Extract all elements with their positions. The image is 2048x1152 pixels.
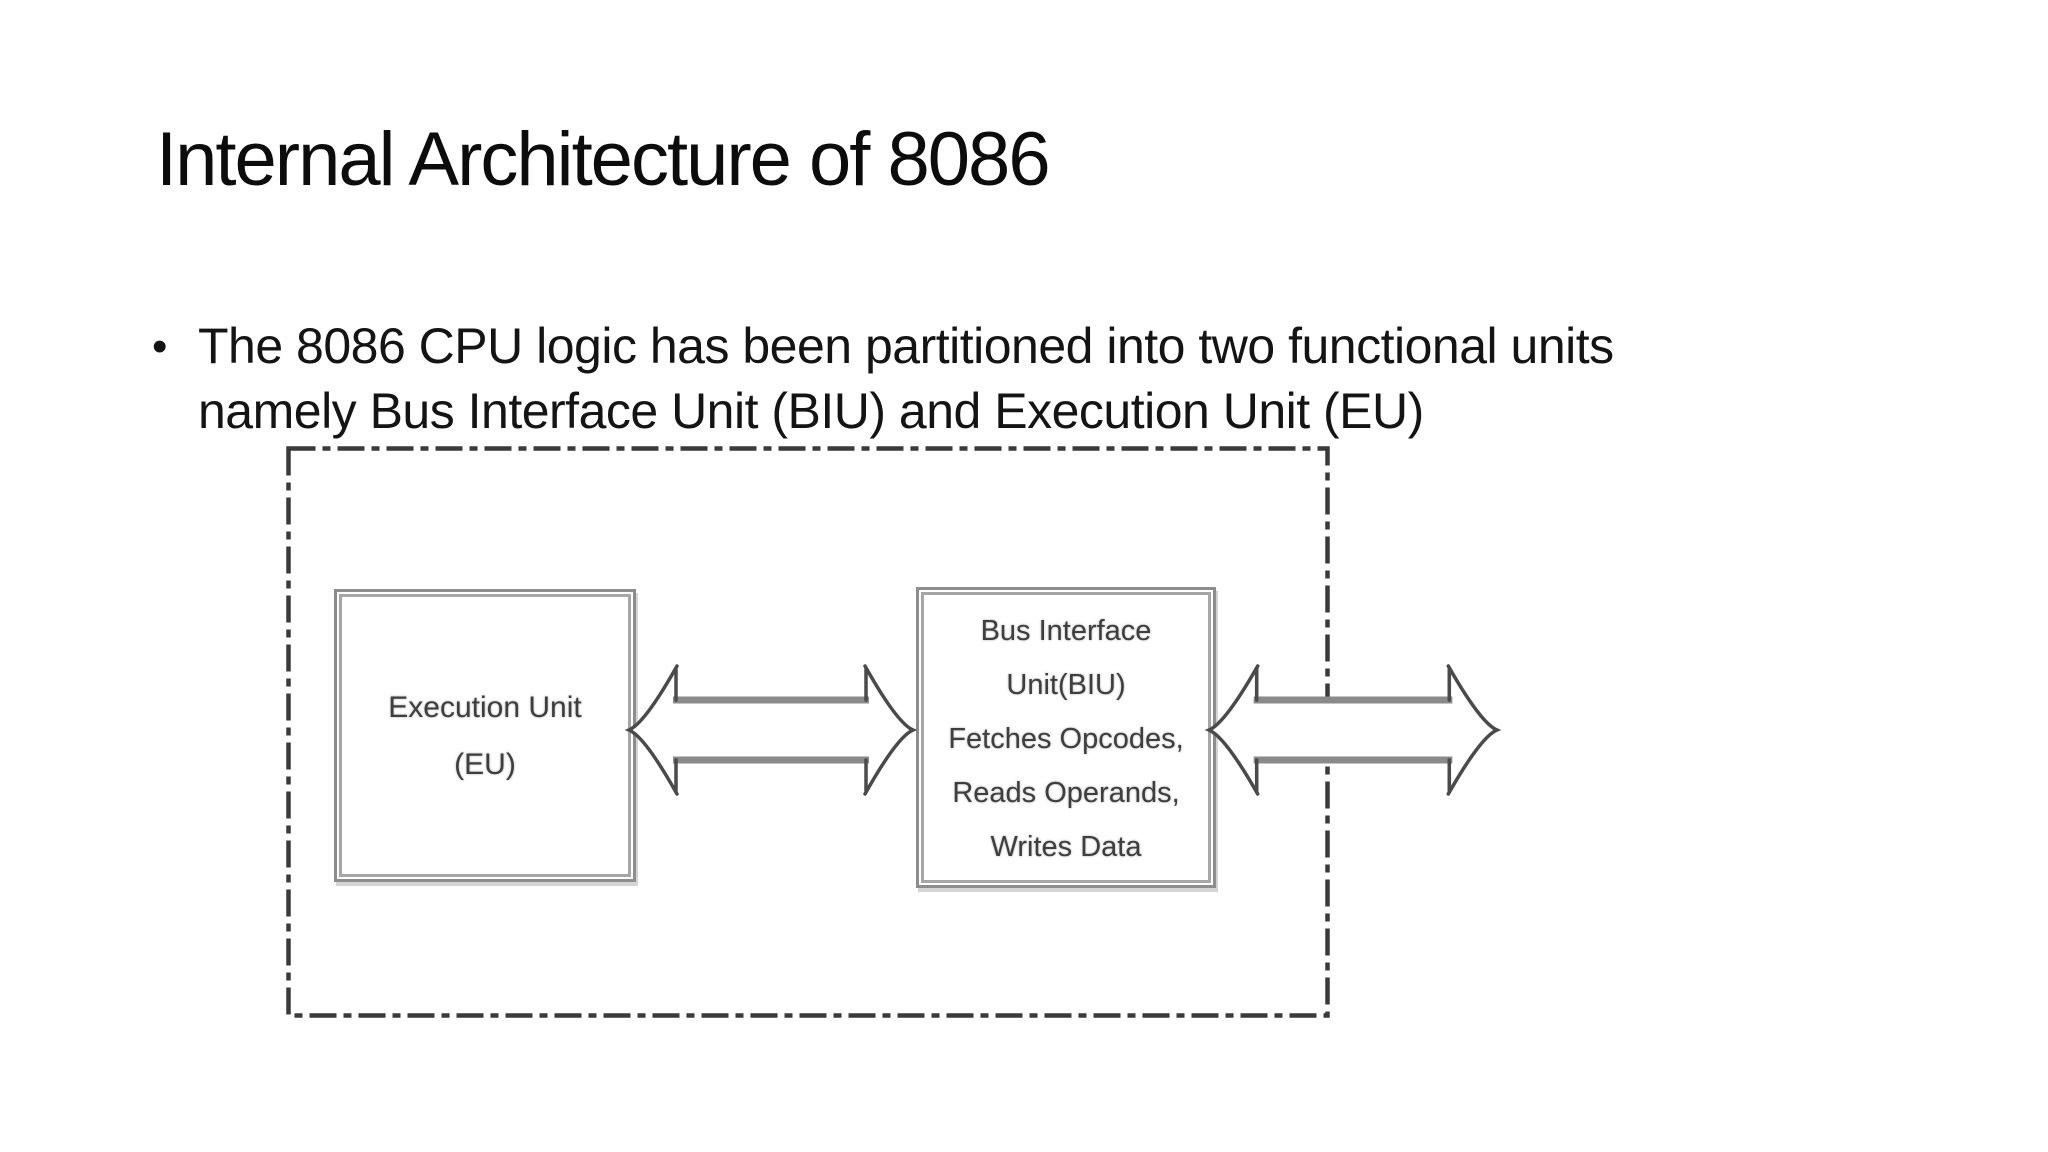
biu-box-line: Fetches Opcodes, xyxy=(948,722,1184,755)
bullet-paragraph: • The 8086 CPU logic has been partitione… xyxy=(152,314,1614,444)
bullet-marker: • xyxy=(152,322,167,371)
double-arrow-biu-external-icon xyxy=(1204,664,1502,796)
bus-interface-unit-box: Bus Interface Unit(BIU) Fetches Opcodes,… xyxy=(916,587,1216,888)
page-title: Internal Architecture of 8086 xyxy=(156,117,1051,202)
biu-box-line: Bus Interface xyxy=(980,614,1152,647)
eu-box-line: (EU) xyxy=(454,747,516,781)
bullet-text-line-2: namely Bus Interface Unit (BIU) and Exec… xyxy=(198,383,1424,439)
bullet-text-line-1: The 8086 CPU logic has been partitioned … xyxy=(198,318,1614,374)
execution-unit-box: Execution Unit (EU) xyxy=(334,589,636,882)
biu-box-line: Unit(BIU) xyxy=(1006,668,1126,701)
eu-box-line: Execution Unit xyxy=(388,690,582,724)
cpu-dashed-boundary xyxy=(286,446,1330,1018)
bullet-text: The 8086 CPU logic has been partitioned … xyxy=(198,314,1614,444)
double-arrow-eu-biu-icon xyxy=(624,664,918,796)
biu-box-line: Reads Operands, xyxy=(952,776,1180,809)
biu-box-line: Writes Data xyxy=(990,830,1142,863)
